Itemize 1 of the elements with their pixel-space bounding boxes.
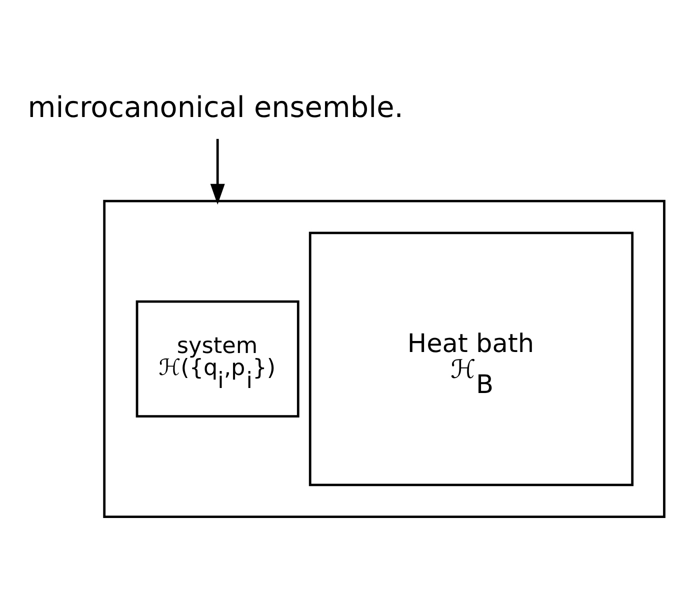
node-text: microcanonical ensemble. [28, 90, 404, 124]
